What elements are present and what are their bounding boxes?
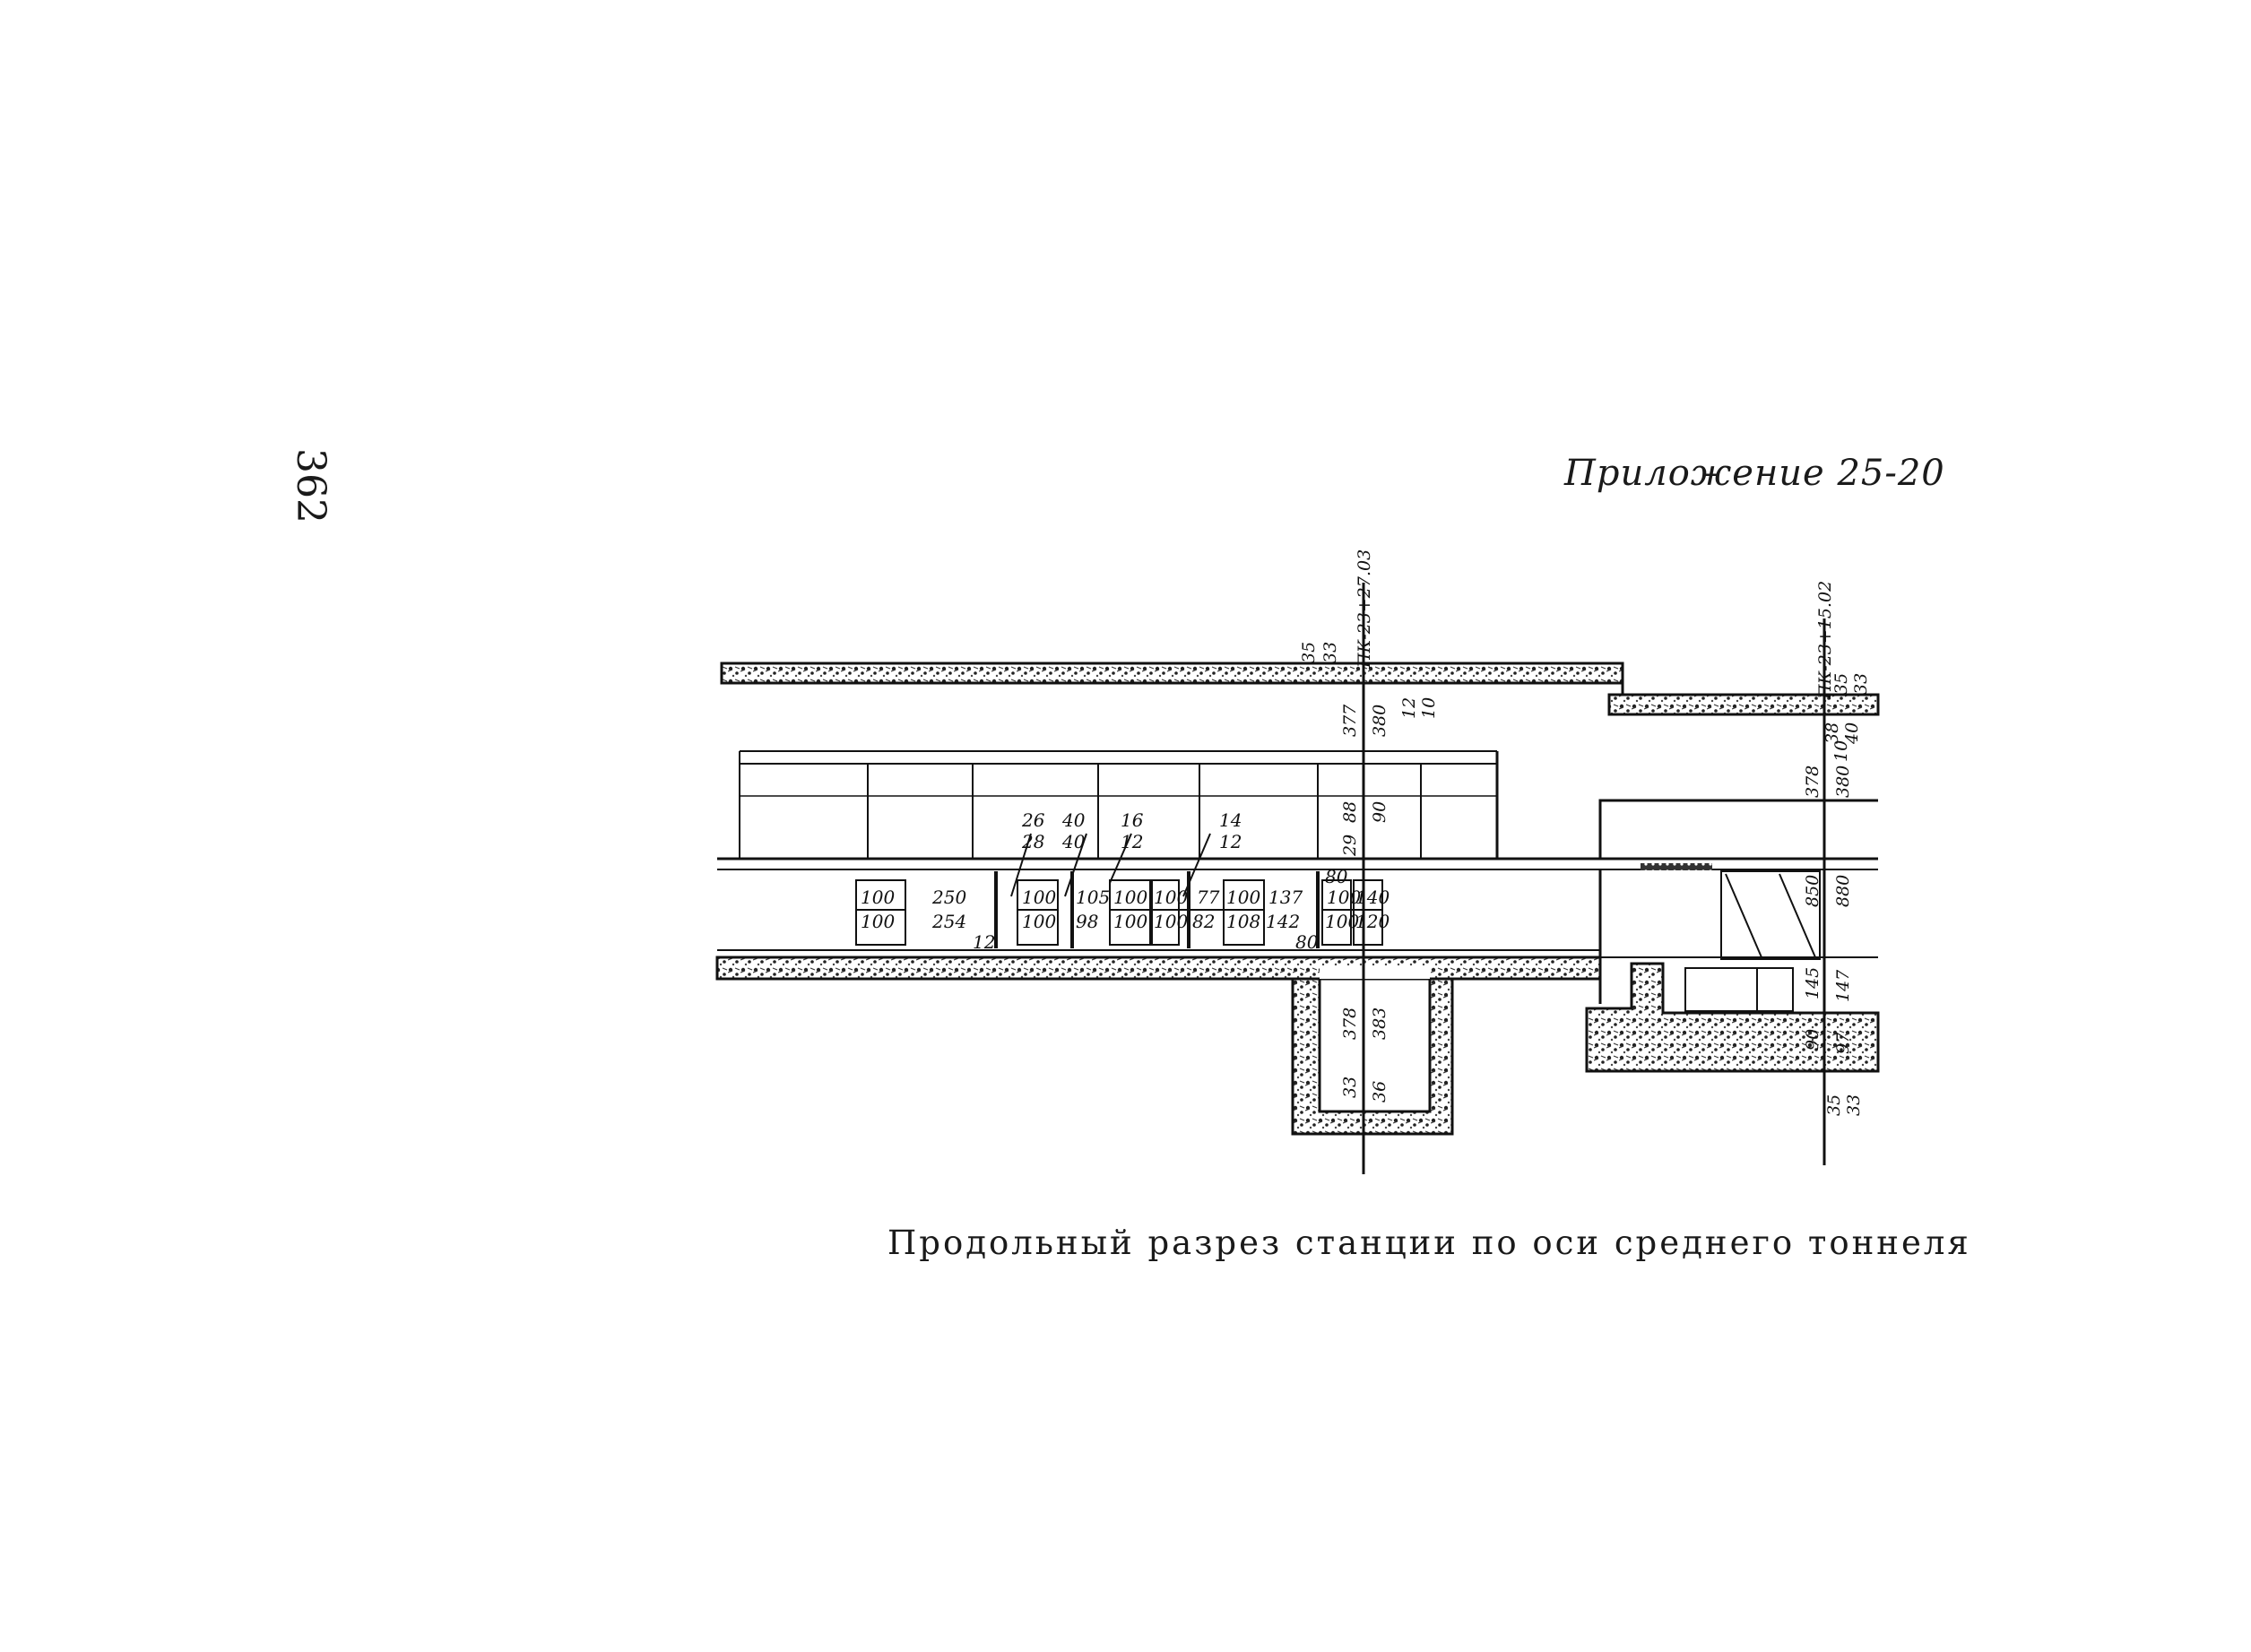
dim-label: 377 <box>1340 704 1360 737</box>
dim-label: 10 <box>1831 740 1851 762</box>
dim-label: 29 <box>1340 835 1360 857</box>
dim-label: 880 <box>1833 875 1853 907</box>
drawing-caption: Продольный разрез станции по оси среднег… <box>887 1224 1971 1262</box>
floor-lining <box>715 956 1602 981</box>
dim-label: 33 <box>1320 642 1340 663</box>
mark-label: 14 <box>1219 809 1242 831</box>
axis-lines <box>1362 583 1826 1174</box>
dim-label: 33 <box>1340 1077 1360 1098</box>
dim-label: 380 <box>1833 765 1853 798</box>
dim-label: 35 <box>1824 1094 1844 1116</box>
box-label: 120 <box>1355 911 1390 932</box>
mark-label: 80 <box>1295 931 1319 953</box>
box-label: 100 <box>1022 887 1056 908</box>
dim-label: 90 <box>1370 801 1390 823</box>
roof-lining-right <box>1607 693 1880 716</box>
dim-label: 380 <box>1370 705 1390 737</box>
mark-label: 40 <box>1061 831 1086 852</box>
dim-label: 35 <box>1299 642 1319 663</box>
roof-lining <box>720 662 1624 685</box>
annotations: ПК-23+27.03 ПК-23+15.02 100 100 100 100 … <box>861 549 1871 1116</box>
box-label: 98 <box>1076 911 1098 932</box>
slab-hatch-right <box>1641 863 1712 870</box>
box-label: 100 <box>1022 911 1056 932</box>
box-label: 100 <box>1154 911 1188 932</box>
mark-label: 12 <box>1219 831 1242 852</box>
box-label: 100 <box>1113 911 1147 932</box>
span-label: 137 <box>1268 887 1303 908</box>
dim-label: 33 <box>1844 1094 1864 1116</box>
box-label: 100 <box>861 911 895 932</box>
dim-label: 383 <box>1370 1008 1390 1040</box>
right-chamber <box>1598 799 1878 859</box>
box-label: 100 <box>1154 887 1188 908</box>
mark-label: 28 <box>1021 831 1044 852</box>
mark-label: 12 <box>973 931 995 953</box>
dim-label: 38 <box>1822 722 1842 744</box>
picket-label: ПК-23+27.03 <box>1355 549 1374 669</box>
dim-label: 147 <box>1833 969 1853 1002</box>
tunnel-outline <box>715 662 1880 1136</box>
box-label: 100 <box>1325 911 1359 932</box>
dim-label: 35 <box>1831 673 1851 695</box>
mark-label: 80 <box>1325 866 1348 887</box>
box-label: 100 <box>1226 887 1260 908</box>
span-label: 254 <box>931 911 966 932</box>
dim-label: 36 <box>1370 1081 1390 1103</box>
box-label: 108 <box>1226 911 1260 932</box>
dim-label: 378 <box>1340 1008 1360 1040</box>
span-label: 250 <box>931 887 966 908</box>
dim-label: 33 <box>1851 673 1871 695</box>
right-floor <box>1585 962 1880 1073</box>
mark-label: 82 <box>1192 911 1215 932</box>
dim-label: 12 <box>1399 697 1419 719</box>
appendix-label: Приложение 25-20 <box>1564 453 1945 494</box>
span-label: 105 <box>1076 887 1110 908</box>
box-label: 140 <box>1355 887 1390 908</box>
mark-label: 12 <box>1121 831 1143 852</box>
dim-label: 90 <box>1803 1029 1822 1051</box>
mark-label: 142 <box>1266 911 1300 932</box>
dim-label: 10 <box>1419 697 1439 719</box>
mark-label: 26 <box>1021 809 1045 831</box>
drainage-pit <box>1291 977 1454 1136</box>
deck-partitions <box>867 764 1422 859</box>
dim-label: 97 <box>1833 1032 1853 1054</box>
dim-label: 88 <box>1340 801 1360 823</box>
picket-label: ПК-23+15.02 <box>1815 581 1835 700</box>
box-label: 100 <box>861 887 895 908</box>
dim-label: 145 <box>1803 967 1822 999</box>
mark-label: 40 <box>1061 809 1086 831</box>
mark-label: 16 <box>1121 809 1144 831</box>
box-label: 100 <box>1327 887 1361 908</box>
dim-label: 40 <box>1842 722 1862 745</box>
dim-label: 378 <box>1803 765 1822 798</box>
span-label: 77 <box>1197 887 1220 908</box>
dim-label: 850 <box>1803 875 1822 907</box>
box-label: 100 <box>1113 887 1147 908</box>
track-boxes <box>855 833 1383 948</box>
right-escalator-block <box>1720 870 1821 960</box>
